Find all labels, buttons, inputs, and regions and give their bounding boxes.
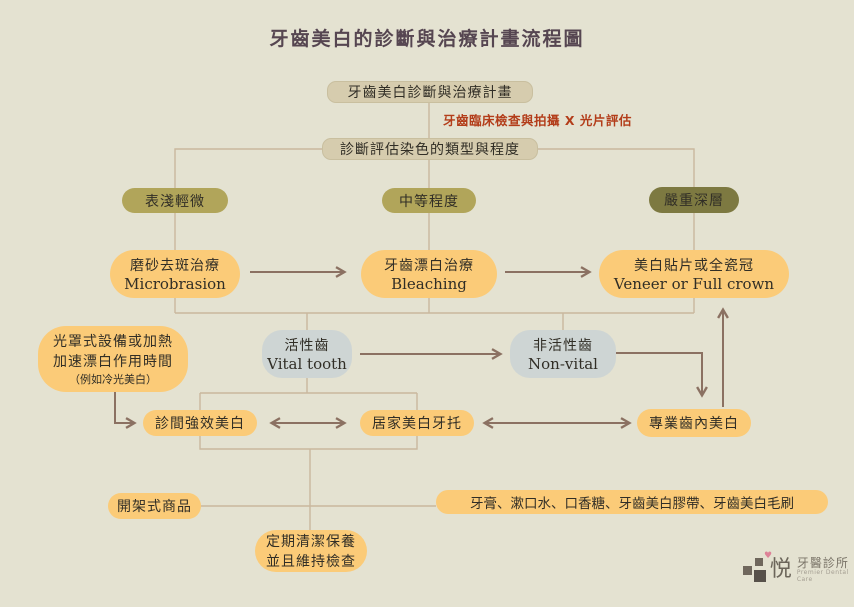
option-internal-whitening: 專業齒內美白 [637,409,751,437]
microbrasion-label-zh: 磨砂去斑治療 [130,258,220,274]
node-products: 牙膏、漱口水、口香糖、牙齒美白膠帶、牙齒美白毛刷 [436,490,828,514]
node-light-device: 光罩式設備或加熱 加速漂白作用時間 （例如冷光美白） [38,326,188,392]
vital-label-zh: 活性齒 [284,338,330,354]
veneer-label-en: Veneer or Full crown [613,275,775,293]
node-microbrasion: 磨砂去斑治療 Microbrasion [110,250,240,298]
node-diagnose: 診斷評估染色的類型與程度 [322,138,538,160]
vital-label-en: Vital tooth [267,355,347,373]
nonvital-label-en: Non-vital [528,355,598,373]
connector-lines [174,103,695,530]
node-plan: 牙齒美白診斷與治療計畫 [327,81,533,103]
logo-clinic-name: 牙醫診所 [796,555,849,570]
option-home-tray: 居家美白牙托 [360,410,474,436]
heart-icon: ♥ [764,551,773,561]
veneer-label-zh: 美白貼片或全瓷冠 [634,258,754,274]
light-device-line1: 光罩式設備或加熱 [53,334,173,350]
clinic-logo: ♥ 悦 牙醫診所 Premier Dental Care [742,551,854,584]
xray-annotation: 牙齒臨床檢查與拍攝 X 光片評估 [443,113,632,128]
severity-moderate: 中等程度 [382,188,476,213]
logo-subtitle: Premier Dental Care [796,569,849,583]
node-otc: 開架式商品 [108,493,201,519]
node-bleaching: 牙齒漂白治療 Bleaching [361,250,497,298]
severity-mild: 表淺輕微 [122,188,228,213]
node-vital: 活性齒 Vital tooth [262,330,352,378]
option-office-whitening: 診間強效美白 [143,410,257,436]
logo-square-icon [755,558,763,566]
light-device-line3: （例如冷光美白） [69,373,157,386]
page-title: 牙齒美白的診斷與治療計畫流程圖 [269,28,585,50]
logo-pixel-icon: ♥ [742,551,772,584]
severity-severe: 嚴重深層 [649,187,739,213]
arrow-lines [114,266,729,429]
nonvital-label-zh: 非活性齒 [533,338,593,354]
logo-char: 悦 [769,557,792,582]
maintenance-line2: 並且維持檢查 [266,554,356,570]
logo-square-icon [743,566,752,575]
light-device-line2: 加速漂白作用時間 [53,354,173,370]
bleaching-label-zh: 牙齒漂白治療 [384,258,474,274]
maintenance-line1: 定期清潔保養 [266,534,356,550]
node-nonvital: 非活性齒 Non-vital [510,330,616,378]
logo-square-icon [754,570,766,582]
node-veneer: 美白貼片或全瓷冠 Veneer or Full crown [599,250,789,298]
microbrasion-label-en: Microbrasion [124,275,226,293]
bleaching-label-en: Bleaching [391,275,467,293]
node-maintenance: 定期清潔保養 並且維持檢查 [255,530,367,572]
